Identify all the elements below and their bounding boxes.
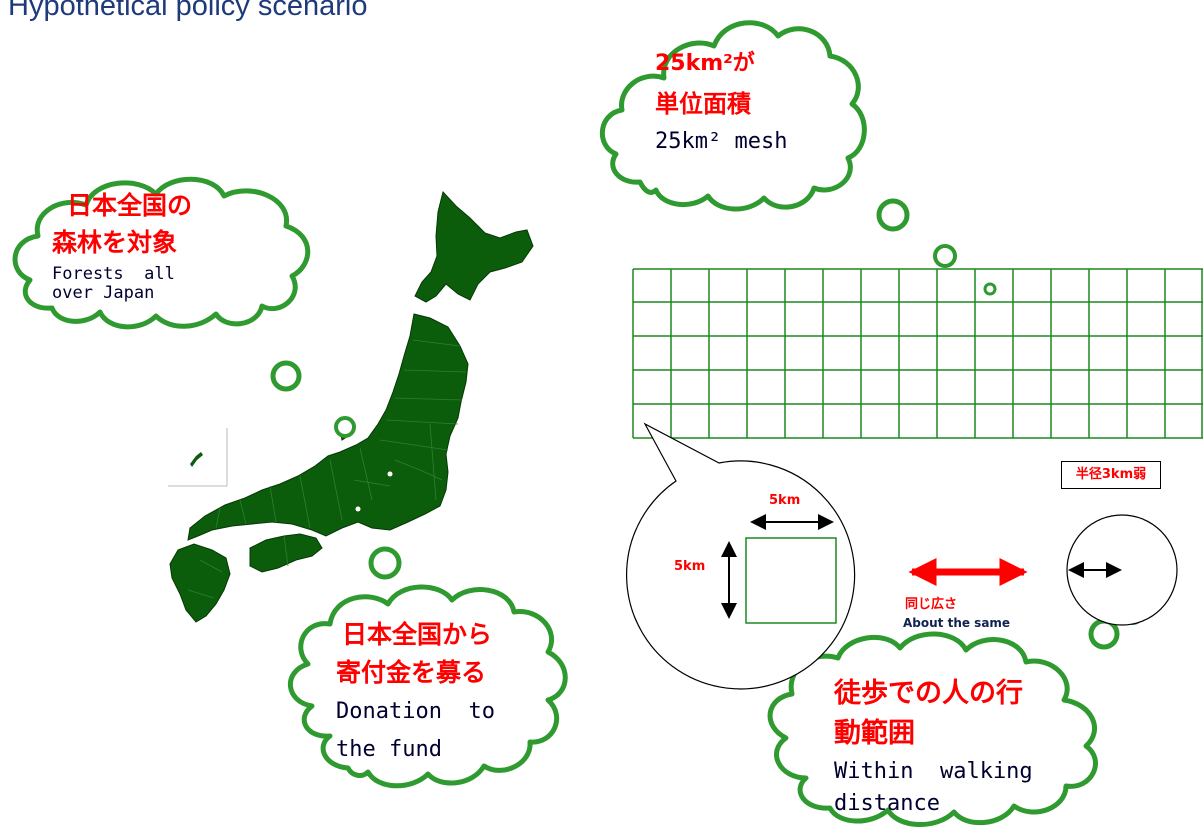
mesh-jp-line2: 単位面積 [655,90,751,118]
same-size-jp: 同じ広さ [905,597,958,612]
walking-radius-circle [1066,514,1178,626]
page-title: Hypothetical policy scenario [8,0,368,22]
forests-en-line1: Forests all [52,264,175,284]
mesh-en: 25km² mesh [655,129,788,154]
donation-jp-line1: 日本全国から [342,620,493,649]
tokyo-dot [387,471,393,477]
forests-en-line2: over Japan [52,283,155,303]
forests-cloud [12,176,311,330]
okinawa-inset [168,428,228,487]
mesh-jp-line1: 25km²が [655,51,755,76]
forests-jp-line2: 森林を対象 [52,228,178,257]
prefecture-borders [187,339,467,599]
walking-jp-line1: 徒歩での人の行 [834,678,1023,709]
kyushu-shape [169,543,231,623]
walking-jp-line2: 動範囲 [834,718,915,749]
same-size-en: About the same [903,616,1011,630]
japan-map [169,190,534,623]
walking-en-line2: distance [834,791,940,816]
walking-cloud [767,631,1098,827]
donation-cloud [288,584,568,789]
forests-jp-line1: 日本全国の [67,191,193,220]
height-label: 5km [674,559,706,574]
nagoya-dot [355,506,361,512]
honshu-shape [187,313,469,541]
mesh-cloud [599,20,867,212]
hokkaido-shape [414,190,534,303]
mesh-square [745,537,837,624]
zoom-circle [626,422,856,690]
donation-en-line1: Donation to [336,699,495,724]
donation-jp-line2: 寄付金を募る [336,658,487,687]
mesh-grid [632,268,1203,439]
width-label: 5km [769,493,801,508]
radius-label: 半径3km弱 [1061,461,1161,489]
thought-dots [270,198,1159,650]
donation-en-line2: the fund [336,737,442,762]
walking-en-line1: Within walking [834,759,1033,784]
